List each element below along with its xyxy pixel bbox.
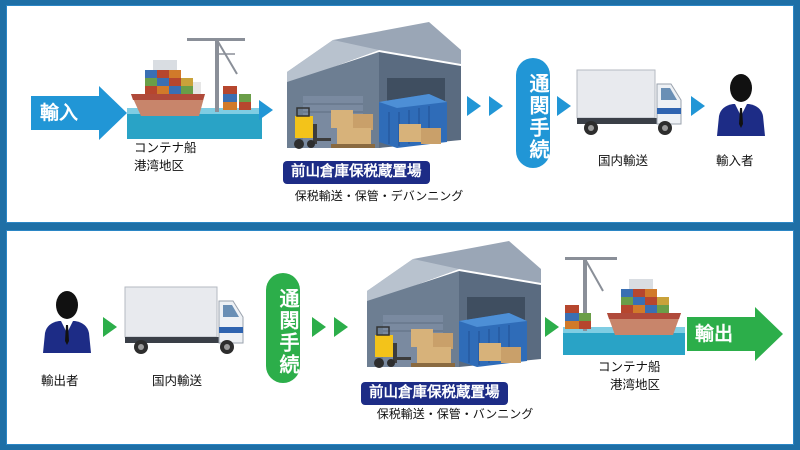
warehouse-subtitle: 保税輸送・保管・デバンニング xyxy=(294,189,464,203)
export-flow-panel: 輸出者 国内輸送 通関手続 xyxy=(6,230,794,445)
truck-label: 国内輸送 xyxy=(598,153,649,168)
customs-procedure-label: 通関手続 xyxy=(266,273,300,383)
businessman-icon xyxy=(43,291,91,353)
double-arrow-right-icon xyxy=(467,96,503,116)
arrow-right-icon xyxy=(557,96,571,116)
customs-procedure-label: 通関手続 xyxy=(516,58,550,168)
arrow-right-icon xyxy=(259,100,273,120)
export-arrow-label: 輸出 xyxy=(695,323,734,345)
warehouse-subtitle: 保税輸送・保管・バンニング xyxy=(376,407,534,421)
ship-label-line2: 港湾地区 xyxy=(134,158,185,173)
ship-label-line1: コンテナ船 xyxy=(134,140,197,155)
arrow-right-icon xyxy=(103,317,117,337)
import-big-arrow-icon xyxy=(31,86,127,140)
arrow-right-icon xyxy=(691,96,705,116)
truck-label: 国内輸送 xyxy=(152,373,203,388)
ship-label-line1: コンテナ船 xyxy=(598,359,661,374)
truck-icon xyxy=(576,69,682,135)
warehouse-title: 前山倉庫保税蔵置場 xyxy=(361,382,508,405)
import-arrow-label: 輸入 xyxy=(40,102,79,124)
ship-label-line2: 港湾地区 xyxy=(610,377,661,392)
export-big-arrow-icon xyxy=(687,307,783,361)
import-flow-panel: 輸入 コンテナ船 港湾地区 xyxy=(6,5,794,223)
arrow-right-icon xyxy=(545,317,559,337)
warehouse-icon xyxy=(287,22,461,149)
container-ship-icon xyxy=(563,257,685,355)
container-ship-icon xyxy=(127,38,262,139)
businessman-icon xyxy=(717,74,765,136)
double-arrow-right-icon xyxy=(312,317,348,337)
truck-icon xyxy=(124,286,244,354)
importer-label: 輸入者 xyxy=(716,153,754,168)
exporter-label: 輸出者 xyxy=(41,373,79,388)
warehouse-icon xyxy=(367,241,541,368)
warehouse-title: 前山倉庫保税蔵置場 xyxy=(283,161,430,184)
